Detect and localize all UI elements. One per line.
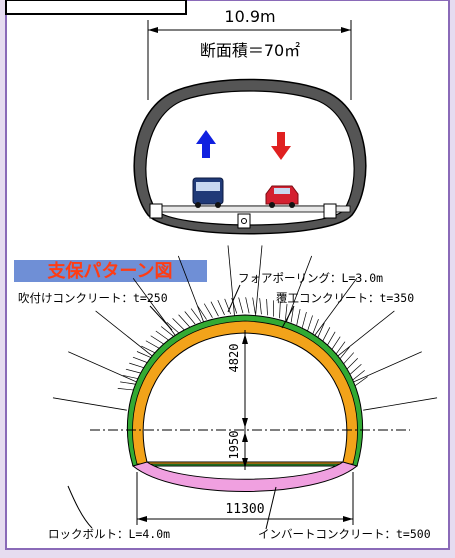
forepoling-hatch-mark (335, 341, 346, 356)
forepoling-hatch-mark (285, 303, 288, 321)
forepoling-hatch-mark (217, 299, 225, 316)
forepoling-hatch-mark (296, 309, 301, 326)
rockbolt-label: ロックボルト：L=4.0m (48, 527, 170, 541)
forepoling-hatch-mark (301, 312, 307, 328)
forepoling-hatch-mark (290, 306, 294, 323)
forepoling-hatch-mark (210, 301, 219, 317)
forepoling-hatch-mark (259, 298, 262, 315)
forepoling-hatch-mark (190, 308, 202, 322)
up-arrow-icon (196, 130, 216, 158)
forepoling-hatch-mark (166, 322, 180, 334)
width-dim-arrow-right (343, 516, 353, 522)
forepoling-hatch-mark (351, 370, 365, 381)
forepoling-hatch-mark (307, 315, 313, 332)
pattern-title: 支保パターン図 (46, 260, 172, 282)
rock-bolt-line (363, 397, 438, 411)
forepoling-hatch-mark (160, 326, 175, 337)
forepoling-hatch-mark (172, 318, 185, 331)
rock-bolt-line (255, 245, 263, 317)
forepoling-hatch-mark (322, 327, 331, 342)
forepoling-hatch-mark (266, 299, 268, 316)
rock-bolt-line (68, 351, 137, 383)
center-drain (237, 213, 251, 229)
width-arrow-right (341, 27, 351, 33)
forepoling-hatch-mark (184, 311, 196, 325)
rockbolt-leader (67, 485, 93, 529)
dim-upper-label: 4820 (227, 344, 241, 373)
forepoling-hatch-mark (129, 362, 146, 369)
forepoling-hatch-mark (238, 297, 244, 314)
forepoling-hatch-mark (224, 298, 231, 315)
forepoling-hatch-mark (342, 352, 355, 365)
forepoling-hatch-mark (345, 358, 358, 371)
forepoling-hatch-mark (178, 314, 190, 328)
blue-car-icon (192, 177, 224, 208)
side-ditch-right (323, 203, 337, 219)
lining-label: 覆工コンクリート：t=350 (276, 291, 414, 305)
invert-layer (131, 461, 359, 492)
forepoling-hatch-mark (338, 346, 350, 360)
forepoling-hatch-mark (331, 336, 341, 351)
rock-bolt-line (95, 310, 154, 358)
forepoling-hatching (117, 297, 368, 391)
width-arrow-left (148, 27, 158, 33)
forepoling-hatch-mark (279, 302, 281, 319)
dim-lower-label: 1950 (227, 431, 241, 460)
pattern-title-bar (14, 260, 207, 282)
forepoling-hatch-mark (354, 376, 368, 387)
red-car-icon (265, 185, 299, 208)
width-dim-label: 11300 (225, 502, 264, 517)
forepoling-hatch-mark (155, 330, 170, 341)
road-slab (149, 205, 351, 213)
forepoling-leader (227, 284, 241, 313)
forepoling-hatch-mark (132, 356, 149, 364)
width-dim-arrow-left (137, 516, 147, 522)
dim-upper-arrow-bottom (242, 418, 248, 428)
shotcrete-label: 吹付けコンクリート：t=250 (18, 291, 168, 305)
rock-bolt-line (52, 397, 127, 411)
invert-leader (265, 486, 277, 530)
tunnel-shell-inner (145, 90, 355, 226)
forepoling-hatch-mark (197, 305, 207, 320)
forepoling-hatch-mark (252, 297, 256, 314)
forepoling-hatch-mark (136, 351, 153, 359)
width-label: 10.9m (224, 7, 275, 26)
forepoling-hatch-mark (122, 375, 140, 380)
shotcrete-leader (149, 305, 173, 331)
forepoling-hatch-mark (317, 322, 325, 339)
forepoling-label: フォアポーリング：L=3.0m (238, 271, 383, 285)
forepoling-hatch-mark (245, 297, 250, 314)
forepoling-hatch-mark (312, 318, 319, 335)
invert-label: インバートコンクリート：t=500 (258, 527, 431, 541)
rock-bolt-line (336, 310, 395, 358)
top-section: 10.9m 断面積＝70㎡ (133, 7, 367, 235)
dim-upper-arrow-top (242, 334, 248, 344)
area-label: 断面積＝70㎡ (200, 41, 300, 60)
forepoling-hatch-mark (141, 345, 157, 354)
header-box (5, 0, 187, 15)
dim-lower-arrow-top (242, 432, 248, 442)
forepoling-hatch-mark (117, 388, 135, 391)
forepoling-hatch-mark (145, 340, 161, 350)
forepoling-hatch-mark (348, 363, 362, 376)
rock-bolt-line (177, 255, 205, 324)
forepoling-hatch-mark (231, 297, 238, 314)
rock-bolt-line (313, 278, 358, 337)
center-drain-pipe (241, 218, 247, 224)
dim-lower-arrow-bottom (242, 458, 248, 468)
forepoling-hatch-mark (203, 303, 213, 318)
forepoling-hatch-mark (326, 331, 336, 347)
forepoling-hatch-mark (125, 368, 142, 374)
side-ditch-left (149, 203, 163, 219)
rock-bolt-line (353, 351, 422, 383)
lining-leader (281, 305, 295, 329)
rock-bolt-line (227, 245, 235, 317)
forepoling-hatch-mark (120, 381, 137, 385)
forepoling-hatch-mark (150, 335, 165, 345)
down-arrow-icon (271, 132, 291, 160)
